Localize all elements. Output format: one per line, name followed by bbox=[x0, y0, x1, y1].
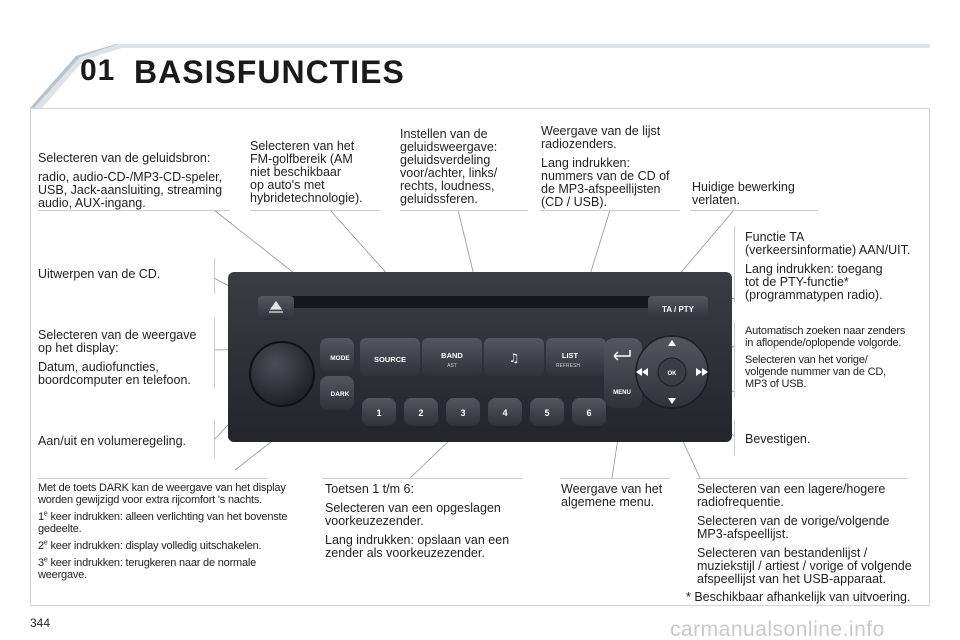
preset-label-3: 3 bbox=[460, 408, 465, 418]
svg-text:AST: AST bbox=[447, 363, 457, 369]
power-volume-knob[interactable] bbox=[249, 341, 315, 407]
separator bbox=[560, 478, 670, 479]
preset-button-2[interactable] bbox=[404, 398, 438, 426]
rewind-icon bbox=[636, 368, 648, 376]
label-confirm: Bevestigen. bbox=[745, 432, 811, 446]
separator bbox=[38, 210, 230, 211]
preset-label-1: 1 bbox=[376, 408, 381, 418]
preset-label-6: 6 bbox=[586, 408, 591, 418]
label-eject: Uitwerpen van de CD. bbox=[38, 267, 161, 281]
svg-text:TA / PTY: TA / PTY bbox=[662, 305, 695, 314]
label-band: Selecteren van het FM-golfbereik (AM nie… bbox=[250, 139, 363, 205]
separator bbox=[400, 210, 528, 211]
preset-buttons[interactable]: 1 2 3 4 5 6 bbox=[362, 398, 606, 426]
content-frame bbox=[30, 108, 930, 606]
separator bbox=[690, 210, 818, 211]
preset-label-5: 5 bbox=[544, 408, 549, 418]
label-power: Aan/uit en volumeregeling. bbox=[38, 434, 187, 448]
svg-text:MODE: MODE bbox=[330, 355, 350, 362]
preset-label-2: 2 bbox=[418, 408, 423, 418]
svg-text:REFRESH: REFRESH bbox=[556, 363, 580, 369]
preset-button-5[interactable] bbox=[530, 398, 564, 426]
svg-text:OK: OK bbox=[668, 371, 678, 377]
svg-text:LIST: LIST bbox=[562, 351, 579, 360]
source-button[interactable] bbox=[360, 338, 420, 376]
label-mode: Selecteren van de weergave op het displa… bbox=[38, 328, 197, 387]
dark-button[interactable] bbox=[320, 376, 354, 410]
separator bbox=[696, 478, 908, 479]
page-number: 344 bbox=[30, 616, 51, 630]
up-arrow-icon bbox=[668, 340, 676, 346]
separator bbox=[250, 210, 380, 211]
menu-button-label: MENU bbox=[613, 390, 631, 396]
chapter-title: BASISFUNCTIES bbox=[134, 54, 405, 90]
preset-label-4: 4 bbox=[502, 408, 507, 418]
preset-button-1[interactable] bbox=[362, 398, 396, 426]
radio-unit-illustration: TA / PTY MODE DARK SOURCE BAND AST ♫ LIS… bbox=[228, 272, 732, 442]
separator bbox=[734, 420, 735, 456]
separator bbox=[214, 420, 215, 458]
svg-text:SOURCE: SOURCE bbox=[374, 355, 406, 364]
list-button[interactable] bbox=[546, 338, 606, 376]
chapter-header-tab bbox=[30, 44, 930, 108]
separator bbox=[214, 258, 215, 294]
label-presets: Toetsen 1 t/m 6: Selecteren van een opge… bbox=[325, 482, 510, 560]
label-source: Selecteren van de geluidsbron: radio, au… bbox=[38, 151, 223, 210]
label-back: Huidige bewerking verlaten. bbox=[692, 180, 795, 207]
label-frequency: Selecteren van een lagere/hogere radiofr… bbox=[697, 482, 912, 586]
sound-button[interactable] bbox=[484, 338, 544, 376]
watermark: carmanualsonline.info bbox=[670, 618, 885, 640]
label-list: Weergave van de lijst radiozenders. Lang… bbox=[541, 124, 670, 209]
svg-text:DARK: DARK bbox=[331, 391, 350, 398]
svg-text:BAND: BAND bbox=[441, 351, 463, 360]
label-dark: Met de toets DARK kan de weergave van he… bbox=[38, 482, 288, 581]
separator bbox=[214, 318, 215, 388]
chapter-number: 01 bbox=[80, 54, 116, 87]
ta-pty-button[interactable] bbox=[648, 296, 708, 320]
ok-button[interactable] bbox=[657, 357, 687, 387]
label-seek: Automatisch zoeken naar zenders in aflop… bbox=[745, 325, 906, 390]
preset-button-3[interactable] bbox=[446, 398, 480, 426]
separator bbox=[734, 226, 735, 302]
preset-button-6[interactable] bbox=[572, 398, 606, 426]
separator bbox=[38, 478, 268, 479]
music-note-icon: ♫ bbox=[509, 351, 520, 365]
footnote: * Beschikbaar afhankelijk van uitvoering… bbox=[686, 590, 911, 604]
fast-forward-icon bbox=[696, 368, 708, 376]
back-icon[interactable] bbox=[613, 350, 631, 361]
label-menu: Weergave van het algemene menu. bbox=[561, 482, 663, 509]
label-sound: Instellen van de geluidsweergave: geluid… bbox=[400, 127, 498, 206]
down-arrow-icon bbox=[668, 398, 676, 404]
band-button[interactable] bbox=[422, 338, 482, 376]
label-ta-pty: Functie TA (verkeersinformatie) AAN/UIT.… bbox=[745, 230, 911, 302]
preset-button-4[interactable] bbox=[488, 398, 522, 426]
mode-button[interactable] bbox=[320, 338, 354, 372]
separator bbox=[322, 478, 522, 479]
separator bbox=[540, 210, 680, 211]
separator bbox=[734, 322, 735, 398]
